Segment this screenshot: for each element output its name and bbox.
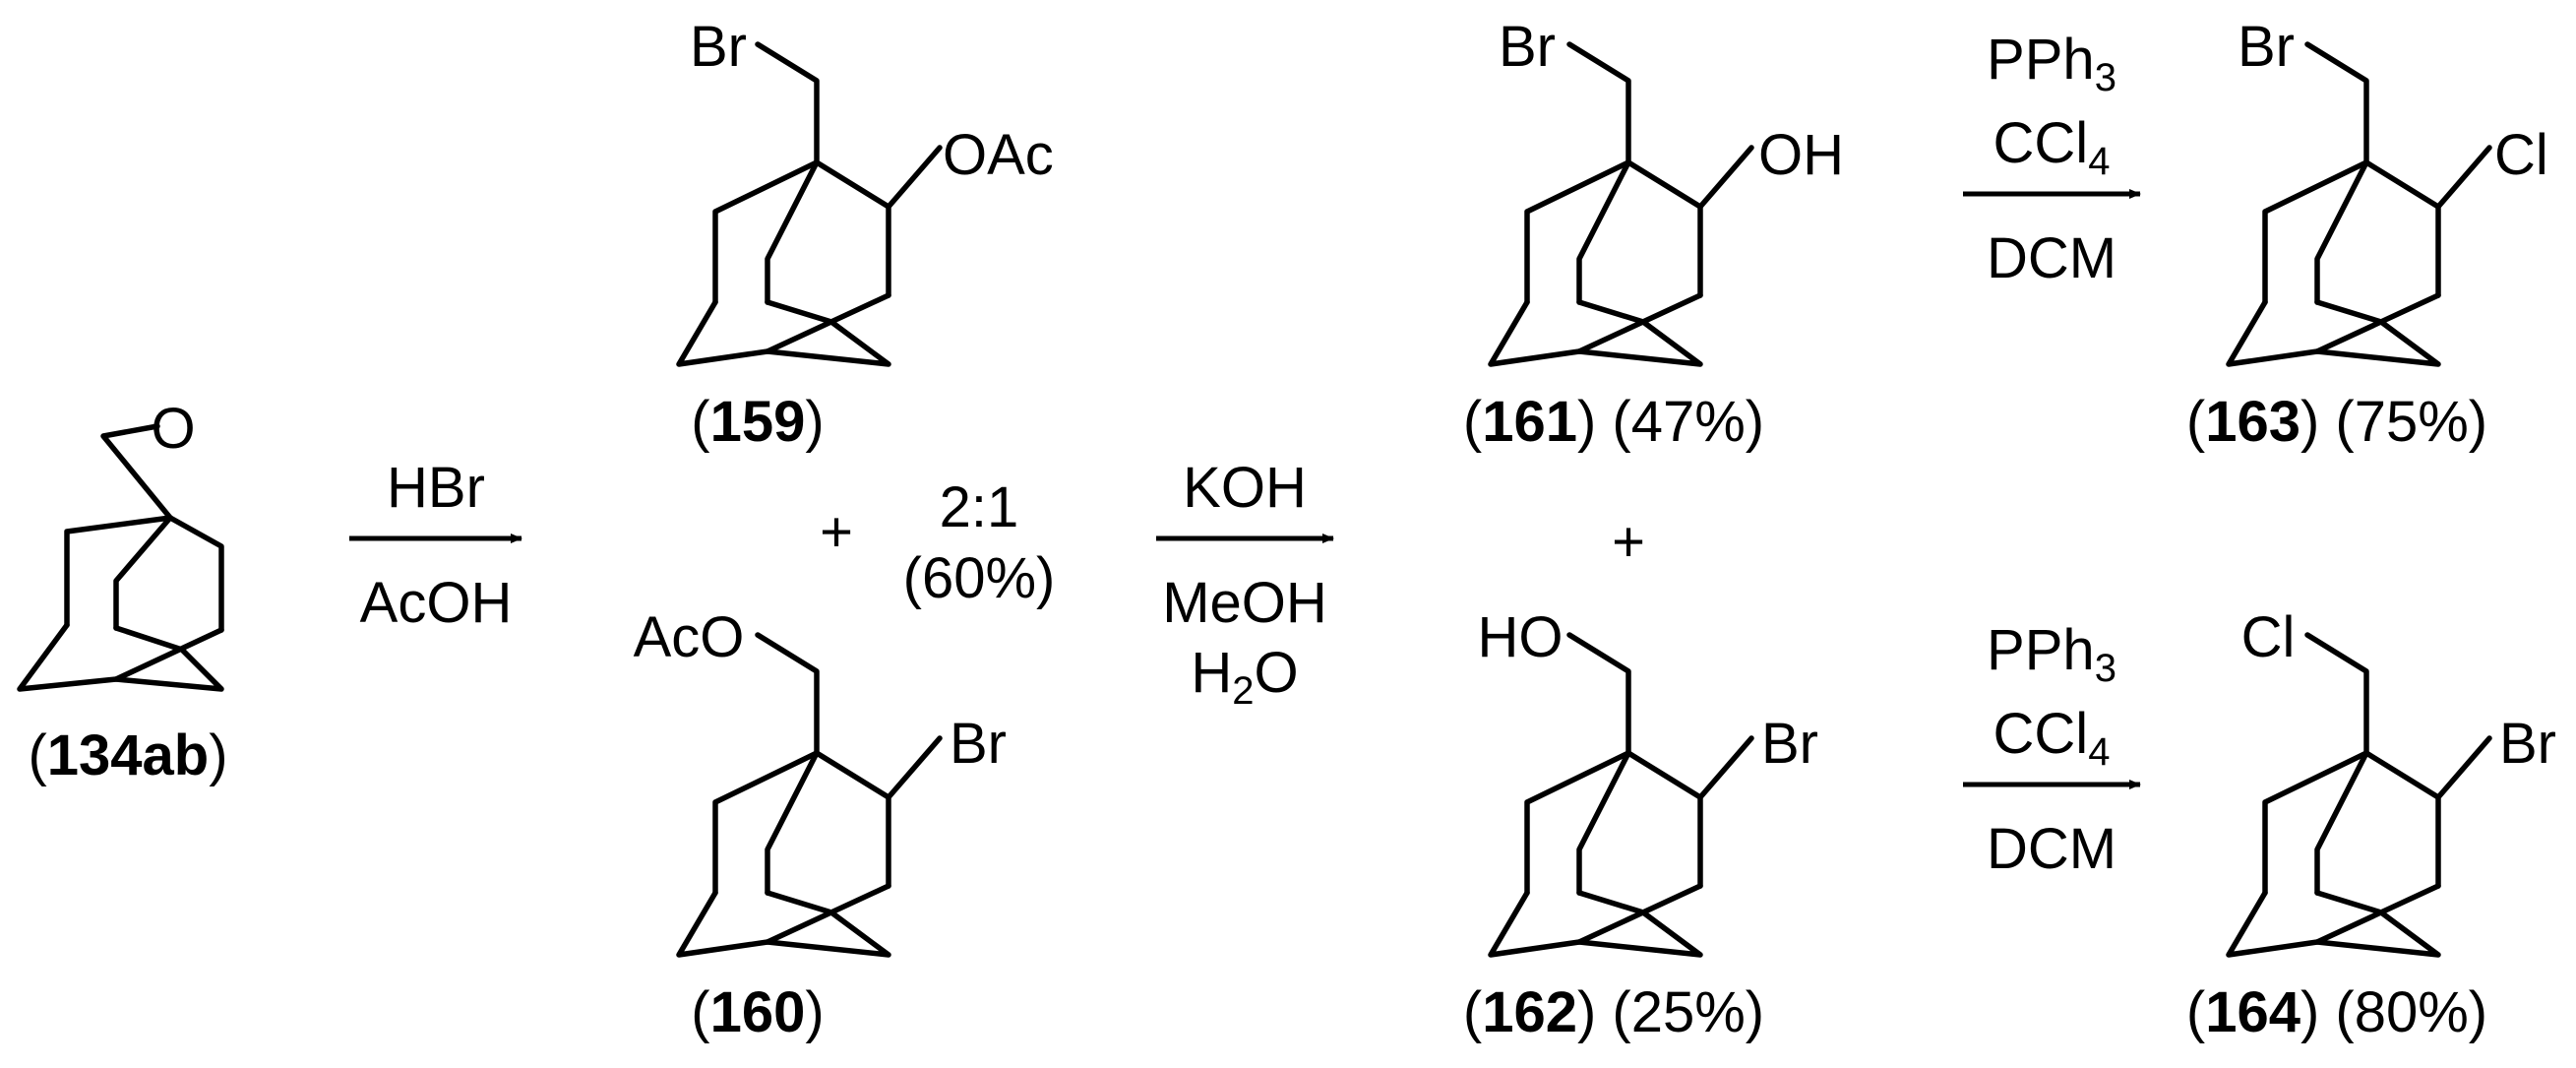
reagent-pph3: PPh3: [1987, 618, 2116, 690]
atom-br: Br: [2499, 712, 2556, 776]
structure-159: [676, 41, 943, 367]
atom-cl: Cl: [2494, 123, 2548, 187]
atom-br: Br: [950, 712, 1007, 776]
reagent-water: H2O: [1191, 641, 1298, 713]
reagent-dcm: DCM: [1987, 817, 2116, 881]
atom-oac: OAc: [943, 123, 1054, 187]
plus-sign: +: [820, 500, 853, 564]
structure-163: [2226, 41, 2492, 367]
atom-ho: HO: [1478, 605, 1564, 669]
compound-label-162: (162) (25%): [1463, 980, 1764, 1044]
compound-label-160: (160): [691, 980, 824, 1044]
atom-o: O: [151, 397, 195, 461]
combined-yield: (60%): [903, 546, 1056, 610]
atom-br: Br: [2238, 15, 2295, 79]
reagent-hbr: HBr: [387, 456, 485, 520]
atom-br: Br: [1761, 712, 1818, 776]
structure-162: [1488, 632, 1754, 958]
structure-161: [1488, 41, 1754, 367]
reagent-koh: KOH: [1183, 456, 1307, 520]
atom-br: Br: [1499, 15, 1556, 79]
atom-oh: OH: [1758, 123, 1844, 187]
structure-160: [676, 632, 943, 958]
compound-label-159: (159): [691, 390, 824, 454]
reagent-ccl4: CCl4: [1993, 702, 2111, 774]
reagent-dcm: DCM: [1987, 226, 2116, 290]
atom-br: Br: [690, 15, 747, 79]
compound-label-134ab: (134ab): [28, 723, 227, 787]
compound-label-163: (163) (75%): [2186, 390, 2487, 454]
reagent-meoh: MeOH: [1162, 571, 1327, 635]
compound-label-164: (164) (80%): [2186, 980, 2487, 1044]
atom-cl: Cl: [2241, 605, 2296, 669]
reagent-acoh: AcOH: [360, 571, 513, 635]
atom-aco: AcO: [634, 605, 745, 669]
structure-164: [2226, 632, 2492, 958]
plus-sign: +: [1612, 510, 1645, 574]
reagent-pph3: PPh3: [1987, 28, 2116, 99]
compound-label-161: (161) (47%): [1463, 390, 1764, 454]
structure-134ab: [17, 423, 224, 692]
reagent-ccl4: CCl4: [1993, 111, 2111, 183]
product-ratio: 2:1: [940, 475, 1019, 539]
